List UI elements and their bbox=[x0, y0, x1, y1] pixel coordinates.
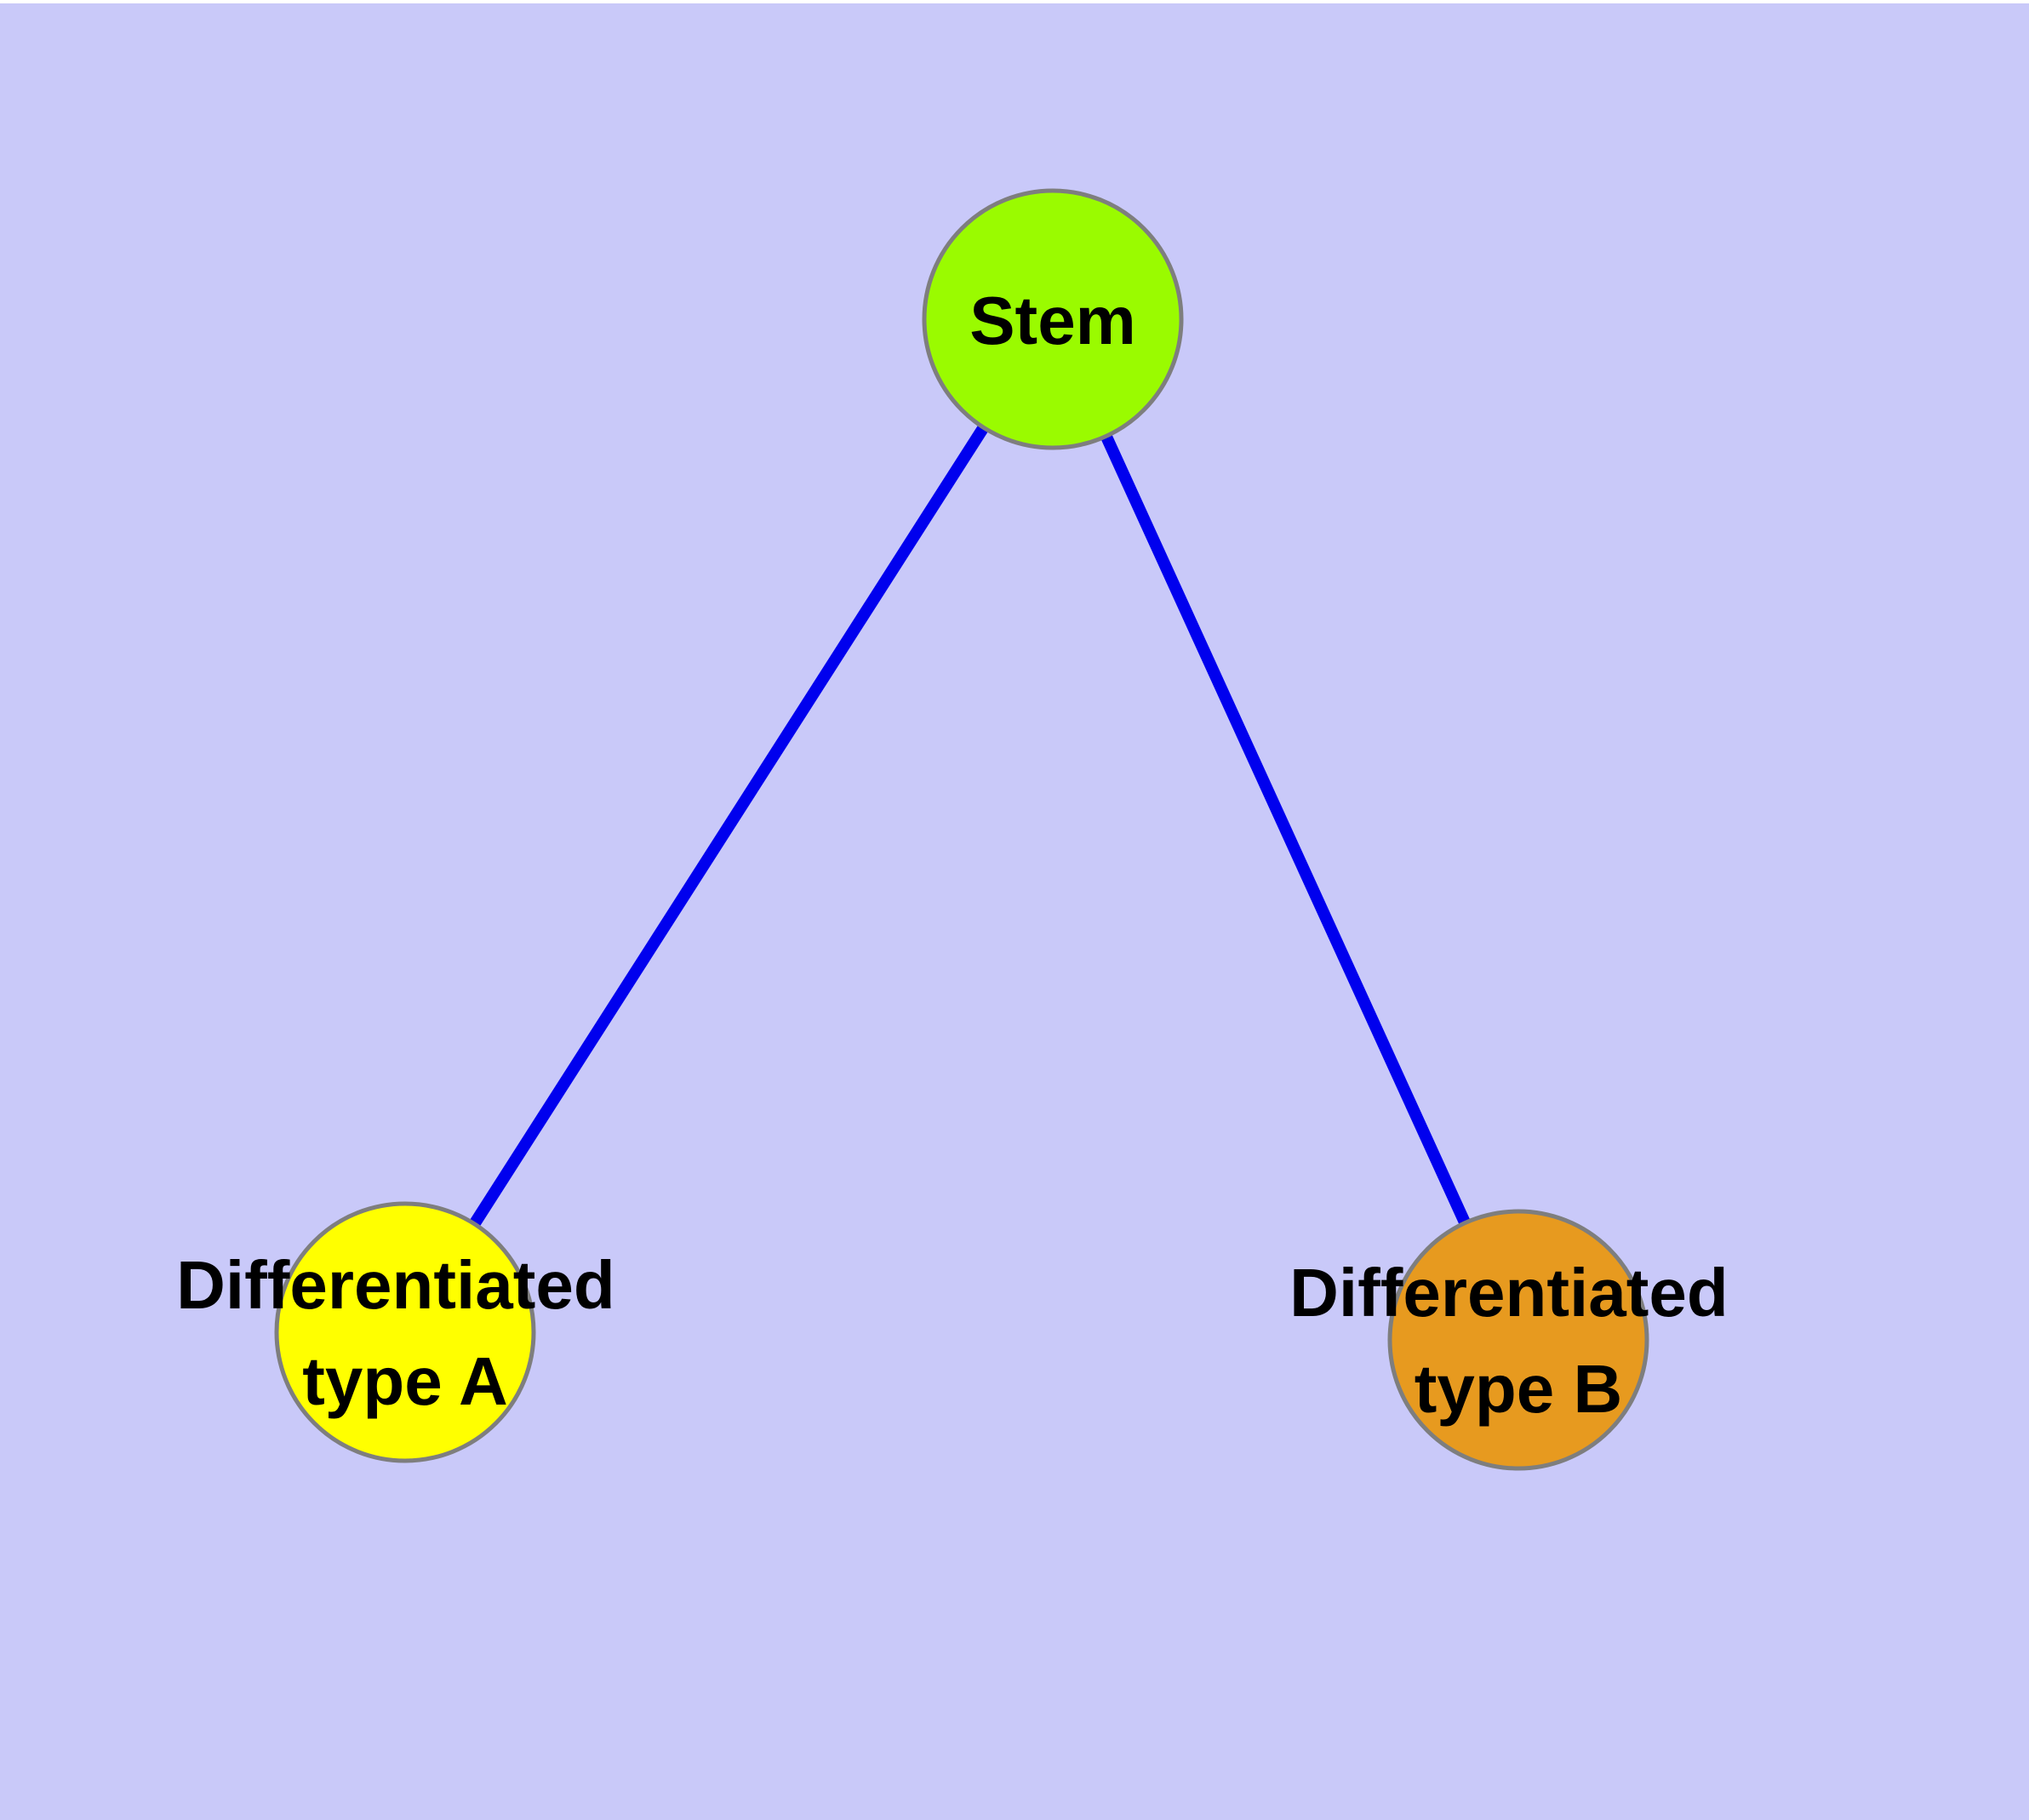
node-differentiated-type-a-label-line-1: Differentiated bbox=[176, 1247, 615, 1323]
node-stem-label: Stem bbox=[969, 283, 1136, 358]
node-differentiated-type-b bbox=[1387, 1209, 1649, 1471]
edge-stem-to-type-a bbox=[400, 316, 1058, 1336]
node-differentiated-type-a-label: Differentiated type A bbox=[176, 1247, 634, 1419]
top-edge-strip bbox=[0, 0, 2029, 3]
node-differentiated-type-a-label-line-2: type A bbox=[302, 1343, 508, 1419]
node-differentiated-type-b-circle bbox=[1387, 1209, 1649, 1471]
node-differentiated-type-a-circle bbox=[274, 1201, 536, 1463]
edge-stem-to-type-b bbox=[1047, 317, 1524, 1342]
node-stem-circle bbox=[922, 188, 1184, 450]
node-differentiated-type-a bbox=[274, 1201, 536, 1463]
node-differentiated-type-b-label: Differentiated type B bbox=[1289, 1255, 1747, 1427]
node-differentiated-type-b-label-line-2: type B bbox=[1415, 1351, 1623, 1427]
node-stem bbox=[922, 188, 1184, 450]
node-differentiated-type-b-label-line-1: Differentiated bbox=[1289, 1255, 1729, 1331]
